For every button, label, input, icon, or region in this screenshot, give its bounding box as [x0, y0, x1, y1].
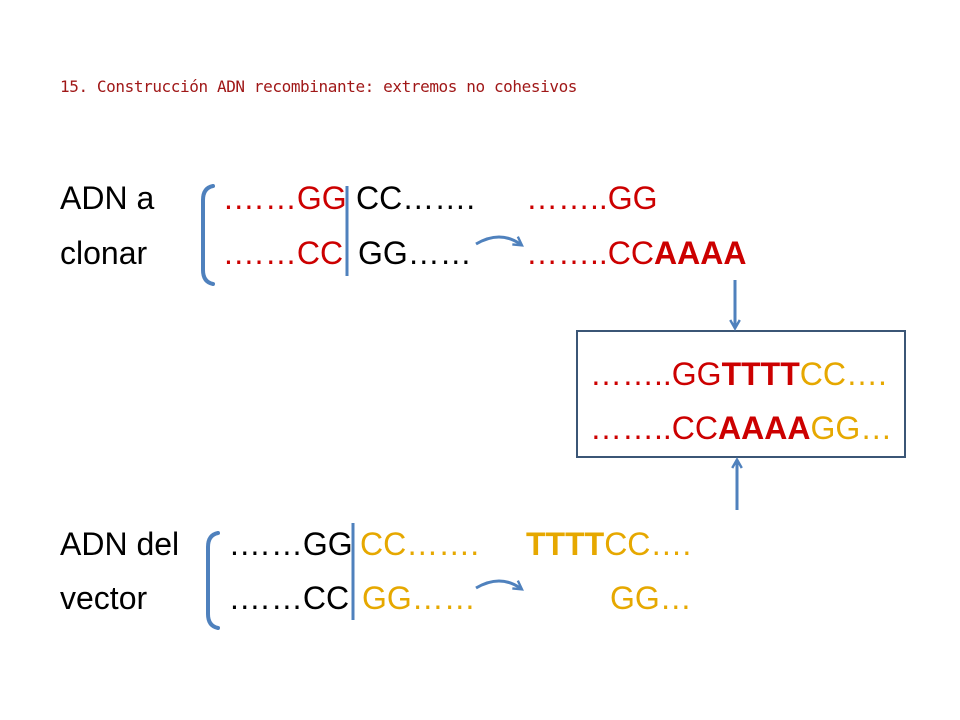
vector-result-bottom: GG…: [610, 580, 692, 616]
vector-bottom-right-strand: GG……: [362, 580, 476, 616]
insert-result-top: ……..GG: [526, 180, 658, 216]
insert-bottom-right-strand: GG……: [358, 235, 472, 271]
insert-label-line2: clonar: [60, 235, 148, 271]
insert-top-right-strand: CC…….: [356, 180, 476, 216]
vector-top-right-strand: CC…….: [360, 526, 480, 562]
insert-bottom-left-strand: .……CC: [224, 235, 344, 271]
insert-bracket: [201, 184, 215, 286]
vector-result-top: TTTTCC….: [526, 526, 692, 562]
insert-arrow-icon: [475, 235, 524, 247]
insert-result-bottom: ……..CCAAAA: [526, 235, 747, 271]
vector-top-left-strand: .……GG: [230, 526, 353, 562]
vector-bracket: [206, 531, 220, 630]
vector-label-line2: vector: [60, 580, 148, 616]
recombinant-line1: ……..GGTTTTCC….: [590, 356, 887, 392]
vector-arrow-icon: [475, 579, 524, 591]
insert-top-left-strand: .……GG: [224, 180, 347, 216]
slide-title: 15. Construcción ADN recombinante: extre…: [60, 77, 578, 96]
vector-label-line1: ADN del: [60, 526, 180, 562]
recombinant-line2: ……..CCAAAAGG…: [590, 410, 893, 446]
recombinant-box: [576, 330, 906, 458]
insert-label-line1: ADN a: [60, 180, 155, 216]
vector-bottom-left-strand: .……CC: [230, 580, 350, 616]
